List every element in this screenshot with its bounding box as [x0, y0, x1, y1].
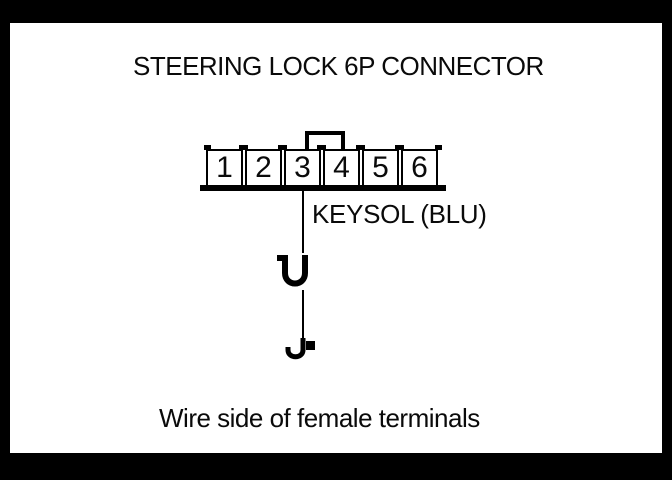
connector-top-tick: [356, 145, 365, 150]
frame-right: [662, 0, 672, 480]
frame-left: [0, 0, 10, 480]
frame-bottom: [0, 453, 672, 480]
pin-number: 3: [294, 151, 311, 184]
diagram-caption: Wire side of female terminals: [159, 403, 480, 433]
connector-top-tick: [204, 145, 211, 150]
connector-bottom-edge: [200, 185, 446, 191]
wire-segment: [302, 290, 304, 346]
pin-cell-1: 1: [206, 149, 243, 187]
connector-lock-tab: [305, 131, 345, 150]
wire-end-hook-symbol: [285, 338, 315, 360]
pin-cell-4: 4: [323, 149, 360, 187]
pin-number: 5: [372, 151, 389, 184]
pin-cell-5: 5: [362, 149, 399, 187]
connector-top-tick: [317, 145, 326, 150]
connector-top-tick: [435, 145, 442, 150]
pin-number: 4: [333, 151, 350, 184]
connector-top-tick: [395, 145, 404, 150]
page-title: STEERING LOCK 6P CONNECTOR: [133, 51, 544, 81]
pin-cell-3: 3: [284, 149, 321, 187]
connector-top-tick: [278, 145, 287, 150]
connector-top-tick: [239, 145, 248, 150]
pin-cell-2: 2: [245, 149, 282, 187]
female-terminal-symbol: [277, 255, 308, 287]
wire-segment: [302, 191, 304, 253]
pin-cell-6: 6: [401, 149, 438, 187]
wire-label: KEYSOL (BLU): [312, 199, 487, 229]
frame-top: [0, 0, 672, 23]
pin-number: 6: [411, 151, 428, 184]
pin-number: 1: [216, 151, 233, 184]
pin-number: 2: [255, 151, 272, 184]
